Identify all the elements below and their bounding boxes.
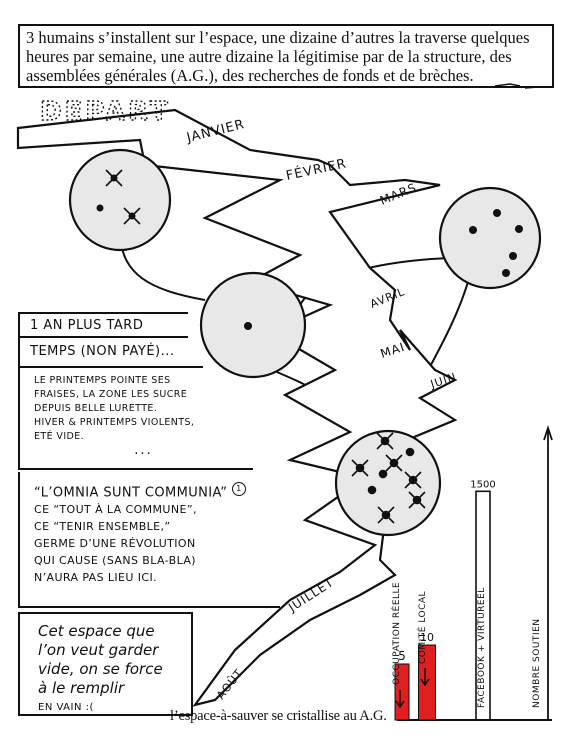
category-label-facebook: FACEBOOK + VIRTURÉEL [477,587,487,708]
depart-label: DEPART [40,97,171,127]
category-label-comite: COMITÉ LOCAL [418,590,428,664]
quote-line-3: CE “TENIR ENSEMBLE,” [34,520,171,534]
circle-march [438,186,542,290]
time-label: TEMPS (NON PAYÉ)... [30,344,175,359]
arrow-down-icon [395,690,405,709]
spring-line-5: ETÉ VIDE. [34,431,85,442]
box-spring: LE PRINTEMPS POINTE SES FRAISES, LA ZONE… [18,368,253,470]
bar-facebook [475,490,491,721]
quote-line-6: N’AURA PAS LIEU ICI. [34,571,157,585]
box-vain: Cet espace que l’on veut garder vide, on… [18,612,193,716]
intro-line-3: assemblées générales (A.G.), des recherc… [26,66,474,85]
intro-line-1: 3 humains s’installent sur l’espace, une… [26,28,530,47]
zigzag-arrow [16,108,458,707]
intro-line-2: heures par semaine, une autre dizaine la… [26,47,512,66]
intro-squiggle [494,83,539,89]
quote-line-5: QUI CAUSE (SANS BLA-BLA) [34,554,196,568]
vain-line-3: vide, on se force [38,660,163,678]
one-year-label: 1 AN PLUS TARD [30,318,144,333]
footnote-marker: 1 [231,482,246,496]
footer-caption: l’espace-à-sauver se cristallise au A.G. [170,708,387,724]
bar-value-facebook: 1500 [470,479,495,490]
circle-april [199,271,307,379]
bar-value-occupation: 5 [398,649,406,663]
vain-line-1: Cet espace que [38,622,155,640]
quote-line-4: GERME D’UNE RÉVOLUTION [34,537,196,551]
chart-y-axis-arrow [543,425,553,441]
category-label-occupation: OCCUPATION RÉELLE [392,581,402,685]
y-axis-label: NOMBRE SOUTIEN [532,618,542,708]
box-quote: “L’OMNIA SUNT COMMUNIA” 1 CE “TOUT À LA … [18,472,280,608]
box-one-year-later: 1 AN PLUS TARD [18,312,188,338]
circle-january [68,148,172,252]
box-time: TEMPS (NON PAYÉ)... [18,338,203,368]
vain-line-4: à le remplir [38,679,125,697]
spring-ellipsis: ... [134,443,153,458]
spring-line-2: FRAISES, LA ZONE LES SUCRE [34,389,188,400]
quote-line-2: CE “TOUT À LA COMMUNE”, [34,503,197,517]
spring-line-1: LE PRINTEMPS POINTE SES [34,375,171,386]
circle-june [334,429,442,537]
bar-value-comite: 10 [420,631,434,644]
spring-line-3: DEPUIS BELLE LURETTE. [34,403,158,414]
vain-line-5: EN VAIN :( [38,702,94,713]
intro-text: 3 humains s’installent sur l’espace, une… [18,24,554,88]
vain-line-2: l’on veut garder [38,641,159,659]
quote-line-1: “L’OMNIA SUNT COMMUNIA” [34,485,228,501]
spring-line-4: HIVER & PRINTEMPS VIOLENTS, [34,417,195,428]
arrow-down-icon [420,668,430,687]
support-chart: 5 10 1500 [394,425,553,721]
